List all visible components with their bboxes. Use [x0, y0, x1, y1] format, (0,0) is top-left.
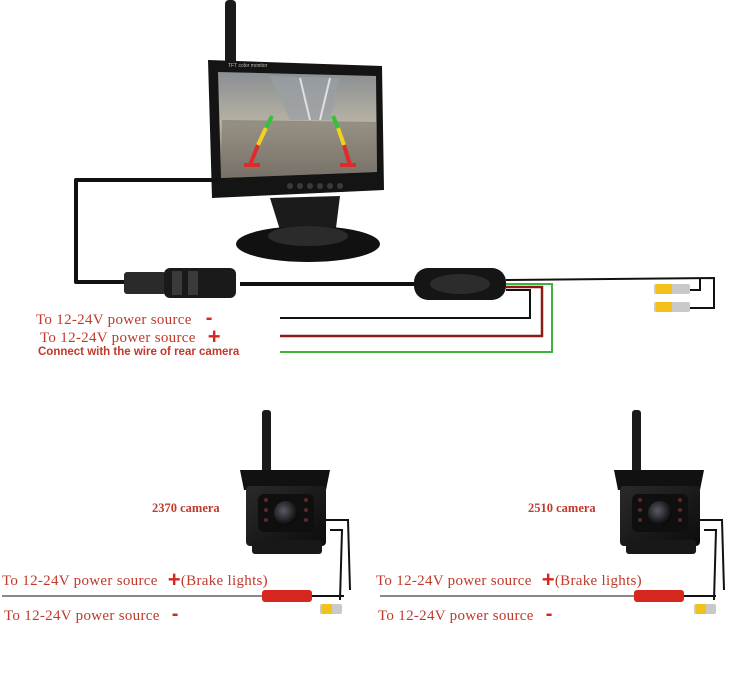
plus-sign: + [167, 567, 181, 592]
camera-right-name: 2510 camera [528, 501, 596, 515]
minus-sign: - [171, 603, 179, 625]
guide-line-yellow-right [336, 127, 346, 146]
guide-line-red-right [342, 144, 352, 166]
wire-red-plus [280, 285, 544, 338]
camera-left-name: 2370 camera [152, 501, 220, 515]
monitor-buttons [287, 183, 343, 189]
camera-left [240, 410, 330, 554]
label-cam-right-power-minus-text: To 12-24V power source [378, 608, 534, 624]
guide-line-yellow-left [256, 127, 268, 146]
label-monitor-power-plus: To 12-24V power source + [40, 324, 221, 350]
monitor-stand [270, 196, 340, 230]
label-cam-left-power-minus: To 12-24V power source - [4, 603, 179, 626]
aviation-connector [124, 268, 236, 298]
label-cam-left-power-plus: To 12-24V power source +(Brake lights) [2, 567, 268, 593]
label-monitor-power-minus-text: To 12-24V power source [36, 312, 192, 328]
label-cam-right-power-plus: To 12-24V power source +(Brake lights) [376, 567, 642, 593]
camera-left-cable [2, 519, 351, 614]
rca-connector-bottom [654, 302, 690, 312]
rca-video-lead [505, 276, 715, 309]
guide-line-green-right [331, 115, 340, 129]
plus-sign: + [207, 324, 221, 349]
junction-box [414, 268, 506, 300]
camera-right [614, 410, 704, 554]
rca-connector-top [654, 284, 690, 294]
monitor-brand-text: TFT color monitor [228, 63, 268, 69]
label-monitor-power-minus: To 12-24V power source - [36, 307, 213, 330]
monitor-power-cable [74, 178, 420, 286]
minus-sign: - [545, 603, 553, 625]
minus-sign: - [205, 307, 213, 329]
label-cam-left-power-plus-text: To 12-24V power source [2, 573, 158, 589]
wire-green-signal [280, 283, 553, 353]
label-cam-right-brake-text: (Brake lights) [554, 573, 642, 589]
plus-sign: + [541, 567, 555, 592]
label-monitor-power-plus-text: To 12-24V power source [40, 330, 196, 346]
label-cam-right-power-plus-text: To 12-24V power source [376, 573, 532, 589]
guide-line-red-left [248, 144, 260, 166]
wire-black-minus [280, 289, 531, 319]
monitor-antenna [225, 0, 236, 68]
guide-line-green-left [264, 115, 274, 129]
monitor: TFT color monitor [208, 0, 384, 262]
label-rear-camera-wire: Connect with the wire of rear camera [38, 346, 239, 358]
label-cam-left-brake-text: (Brake lights) [180, 573, 268, 589]
label-rear-camera-wire-text: Connect with the wire of rear camera [38, 346, 240, 358]
label-cam-right-power-minus: To 12-24V power source - [378, 603, 553, 626]
camera-right-cable [380, 519, 725, 614]
label-cam-left-power-minus-text: To 12-24V power source [4, 608, 160, 624]
